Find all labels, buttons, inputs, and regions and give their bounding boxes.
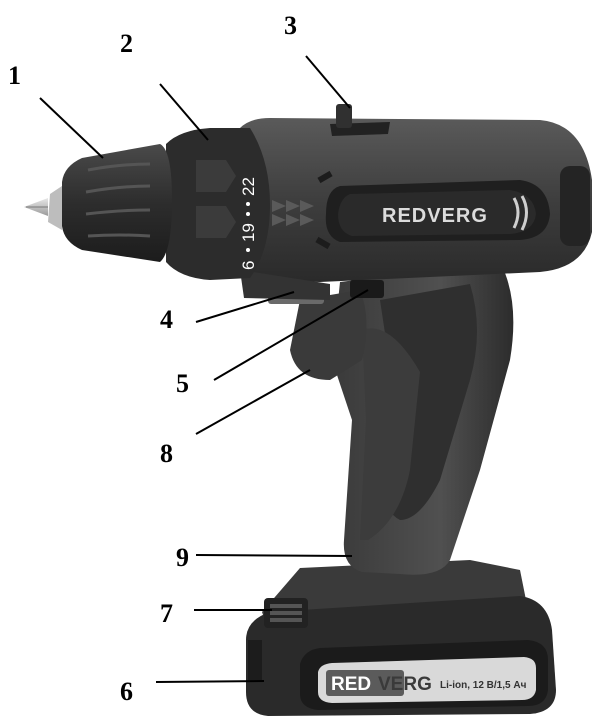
torque-collar: 6 19 22 xyxy=(166,128,270,280)
led-light xyxy=(350,280,384,298)
callout-9: 9 xyxy=(176,543,189,572)
battery-pack: RED VERG Li-ion, 12 В/1,5 Ач xyxy=(246,560,556,716)
motor-housing: REDVERG xyxy=(237,104,592,304)
battery-brand-verg: VERG xyxy=(378,674,432,695)
callout-5: 5 xyxy=(176,369,189,398)
clutch-setting-22: 22 xyxy=(239,177,258,196)
chuck-jaws xyxy=(48,186,62,230)
callout-8: 8 xyxy=(160,439,173,468)
rotation-switch xyxy=(336,104,352,128)
callout-7: 7 xyxy=(160,599,173,628)
callout-4: 4 xyxy=(160,305,173,334)
callout-1: 1 xyxy=(8,61,21,90)
leader-lines xyxy=(39,55,369,683)
drill-brand: REDVERG xyxy=(382,205,488,227)
battery-brand-red: RED xyxy=(331,674,371,695)
battery-spec: Li-ion, 12 В/1,5 Ач xyxy=(440,680,527,691)
callout-2: 2 xyxy=(120,29,133,58)
chuck xyxy=(24,144,172,262)
callout-numbers: 1 2 3 4 5 8 9 7 6 xyxy=(8,11,297,706)
callout-3: 3 xyxy=(284,11,297,40)
callout-6: 6 xyxy=(120,677,133,706)
battery-logo-box xyxy=(326,670,404,696)
clutch-setting-19: 19 xyxy=(239,223,258,242)
trigger xyxy=(290,290,367,380)
drill-handle xyxy=(290,262,514,575)
clutch-setting-6: 6 xyxy=(239,261,258,270)
